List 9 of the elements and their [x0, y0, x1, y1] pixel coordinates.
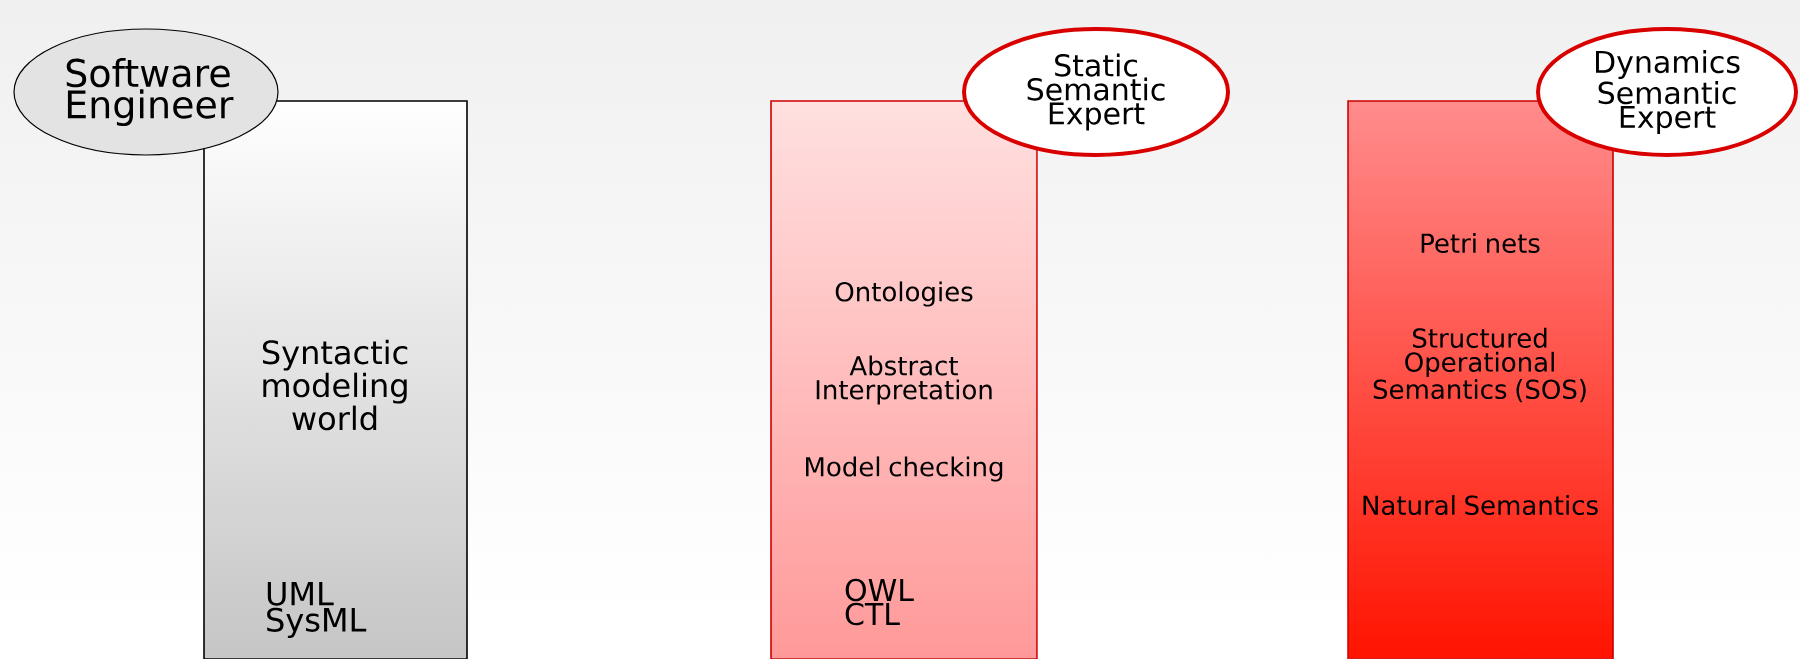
topic-text: UML SysML — [267, 581, 367, 639]
topic-text: Abstract Interpretation — [816, 355, 992, 405]
topic-text: Ontologies — [835, 281, 973, 307]
topic-text: Syntactic modeling world — [262, 339, 408, 431]
topic-text: Model checking — [806, 456, 1003, 482]
topic-text: OWL CTL — [845, 578, 914, 626]
topic-text: Petri nets — [1421, 232, 1540, 254]
topic-text: Natural Semantics — [1363, 494, 1598, 516]
topic-text: Structured Operational Semantics (SOS) — [1373, 327, 1586, 403]
